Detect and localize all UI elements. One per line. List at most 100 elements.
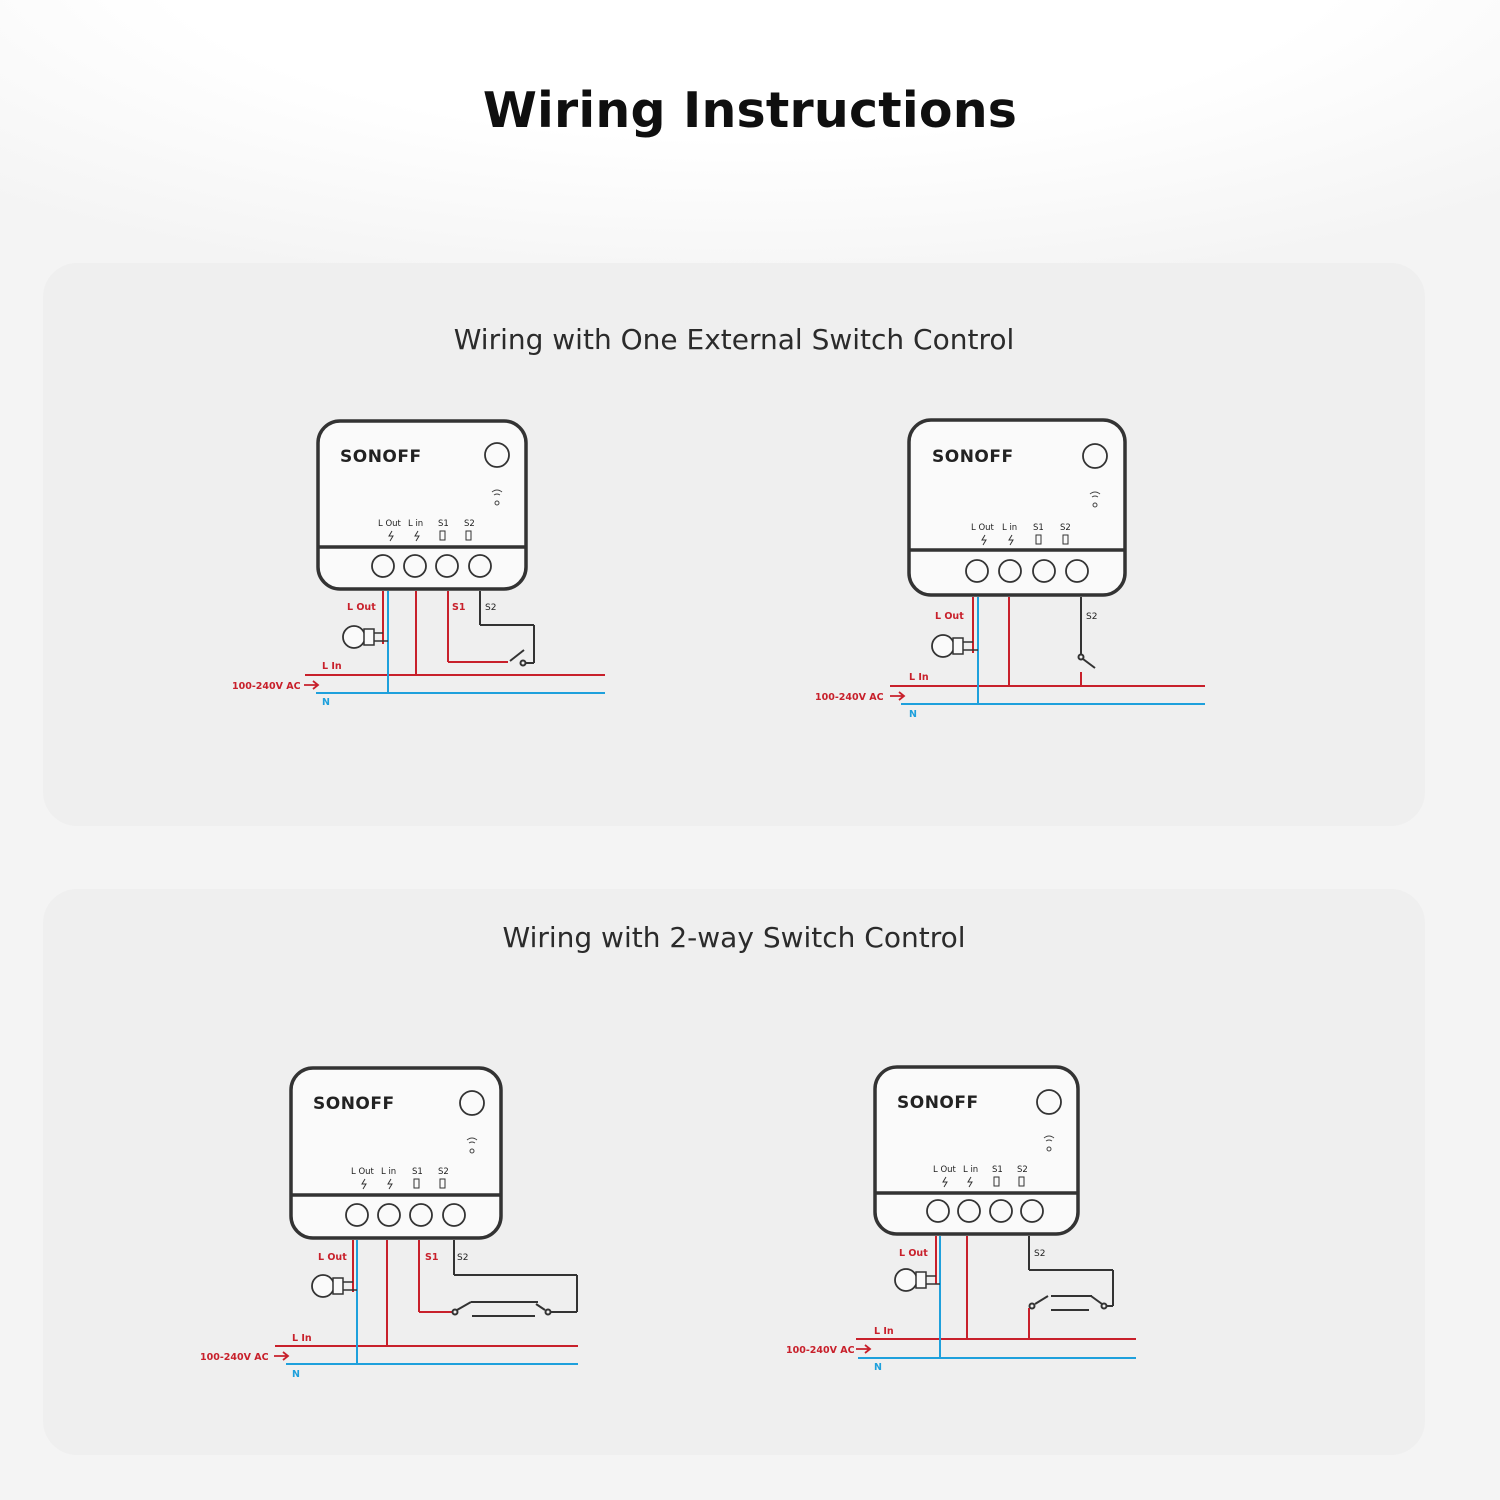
terminal-screw [345, 1203, 369, 1227]
terminal-label-s1: S1 [438, 519, 449, 529]
section-one-external-switch: Wiring with One External Switch Control [43, 263, 1425, 826]
terminal-label-s2: S2 [464, 519, 475, 529]
page-title: Wiring Instructions [482, 82, 1018, 139]
terminal-label-s2: S2 [1060, 523, 1071, 533]
terminal-label-l-in: L in [963, 1165, 978, 1175]
terminal-screw [468, 554, 492, 578]
power-icon [981, 534, 987, 546]
section-two-way-switch: Wiring with 2-way Switch Control [43, 889, 1425, 1455]
wire-label-l-out: L Out [347, 602, 376, 613]
wifi-indicator-icon [1089, 491, 1101, 508]
wire-label-l-in: L In [874, 1326, 894, 1337]
terminal-label-l-out: L Out [971, 523, 995, 533]
wire-label-s2: S2 [1034, 1249, 1045, 1259]
terminal-label-s1: S1 [992, 1165, 1003, 1175]
wire-label-s1: S1 [425, 1252, 438, 1263]
sonoff-device: SONOFF L Out L in S1 S2 [907, 418, 1127, 597]
switch-terminal-icon [1018, 1176, 1025, 1187]
section-title: Wiring with One External Switch Control [453, 323, 1015, 356]
wire-label-l-in: L In [322, 661, 342, 672]
pairing-button-icon [484, 442, 510, 468]
switch-terminal-icon [413, 1178, 420, 1189]
brand-logo: SONOFF [313, 1094, 395, 1114]
sonoff-device: SONOFF L Out L in S1 S2 [316, 419, 528, 591]
power-icon [361, 1178, 367, 1190]
terminal-screw [377, 1203, 401, 1227]
terminal-label-l-in: L in [1002, 523, 1017, 533]
power-icon [1008, 534, 1014, 546]
input-arrow-icon [304, 680, 320, 690]
terminal-label-s2: S2 [438, 1167, 449, 1177]
input-arrow-icon [856, 1344, 872, 1354]
terminal-screw [1065, 559, 1089, 583]
switch-terminal-icon [1035, 534, 1042, 545]
wiring-diagram-two-way-s2: SONOFF L Out L in S1 S2 [786, 1065, 1136, 1373]
light-bulb-icon [894, 1268, 940, 1292]
switch-terminal-icon [439, 530, 446, 541]
power-icon [967, 1176, 973, 1188]
wires [856, 1236, 1136, 1359]
light-bulb-icon [342, 625, 388, 649]
brand-logo: SONOFF [897, 1093, 979, 1113]
wires [890, 597, 1205, 705]
switch-terminal-icon [1062, 534, 1069, 545]
terminal-label-l-out: L Out [351, 1167, 375, 1177]
terminal-screw [403, 554, 427, 578]
terminal-screw [957, 1199, 981, 1223]
pairing-button-icon [1082, 443, 1108, 469]
terminal-label-s1: S1 [412, 1167, 423, 1177]
switch-terminal-icon [993, 1176, 1000, 1187]
wire-label-l-out: L Out [935, 611, 964, 622]
wiring-diagram-one-switch-s1: SONOFF L Out L in S1 S2 [232, 419, 605, 708]
wire-label-l-out: L Out [899, 1248, 928, 1259]
wire-label-s2: S2 [457, 1253, 468, 1263]
wifi-indicator-icon [466, 1137, 478, 1154]
wire-label-s2: S2 [1086, 612, 1097, 622]
section-title: Wiring with 2-way Switch Control [502, 921, 966, 954]
terminal-label-l-out: L Out [933, 1165, 957, 1175]
wiring-diagram-two-way-s1: SONOFF L Out L in S1 S2 [200, 1066, 578, 1380]
sonoff-device: SONOFF L Out L in S1 S2 [289, 1066, 503, 1240]
terminal-label-l-in: L in [381, 1167, 396, 1177]
power-icon [388, 530, 394, 542]
pairing-button-icon [1036, 1089, 1062, 1115]
power-icon [387, 1178, 393, 1190]
terminal-label-s1: S1 [1033, 523, 1044, 533]
sonoff-device: SONOFF L Out L in S1 S2 [873, 1065, 1080, 1236]
terminal-screw [989, 1199, 1013, 1223]
input-arrow-icon [274, 1351, 290, 1361]
terminal-screw [371, 554, 395, 578]
wire-label-n: N [322, 697, 330, 708]
wire-label-ac: 100-240V AC [200, 1352, 269, 1363]
power-icon [414, 530, 420, 542]
terminal-screw [926, 1199, 950, 1223]
wire-label-l-in: L In [292, 1333, 312, 1344]
wire-label-n: N [874, 1362, 882, 1373]
terminal-screw [442, 1203, 466, 1227]
wiring-diagram-one-switch-s2: SONOFF L Out L in S1 S2 [815, 418, 1205, 720]
terminal-label-l-out: L Out [378, 519, 402, 529]
brand-logo: SONOFF [340, 447, 422, 467]
wire-label-s1: S1 [452, 602, 465, 613]
terminal-label-s2: S2 [1017, 1165, 1028, 1175]
wire-label-ac: 100-240V AC [232, 681, 301, 692]
wire-label-n: N [909, 709, 917, 720]
terminal-screw [409, 1203, 433, 1227]
light-bulb-icon [311, 1274, 357, 1298]
wire-label-ac: 100-240V AC [786, 1345, 855, 1356]
terminal-screw [435, 554, 459, 578]
pairing-button-icon [459, 1090, 485, 1116]
terminal-label-l-in: L in [408, 519, 423, 529]
terminal-screw [998, 559, 1022, 583]
terminal-screw [965, 559, 989, 583]
terminal-screw [1032, 559, 1056, 583]
wire-label-l-out: L Out [318, 1252, 347, 1263]
wire-label-l-in: L In [909, 672, 929, 683]
switch-terminal-icon [439, 1178, 446, 1189]
wires [305, 591, 605, 694]
wires [275, 1240, 578, 1365]
input-arrow-icon [890, 691, 906, 701]
switch-terminal-icon [465, 530, 472, 541]
light-bulb-icon [931, 634, 978, 658]
wifi-indicator-icon [1043, 1135, 1055, 1152]
